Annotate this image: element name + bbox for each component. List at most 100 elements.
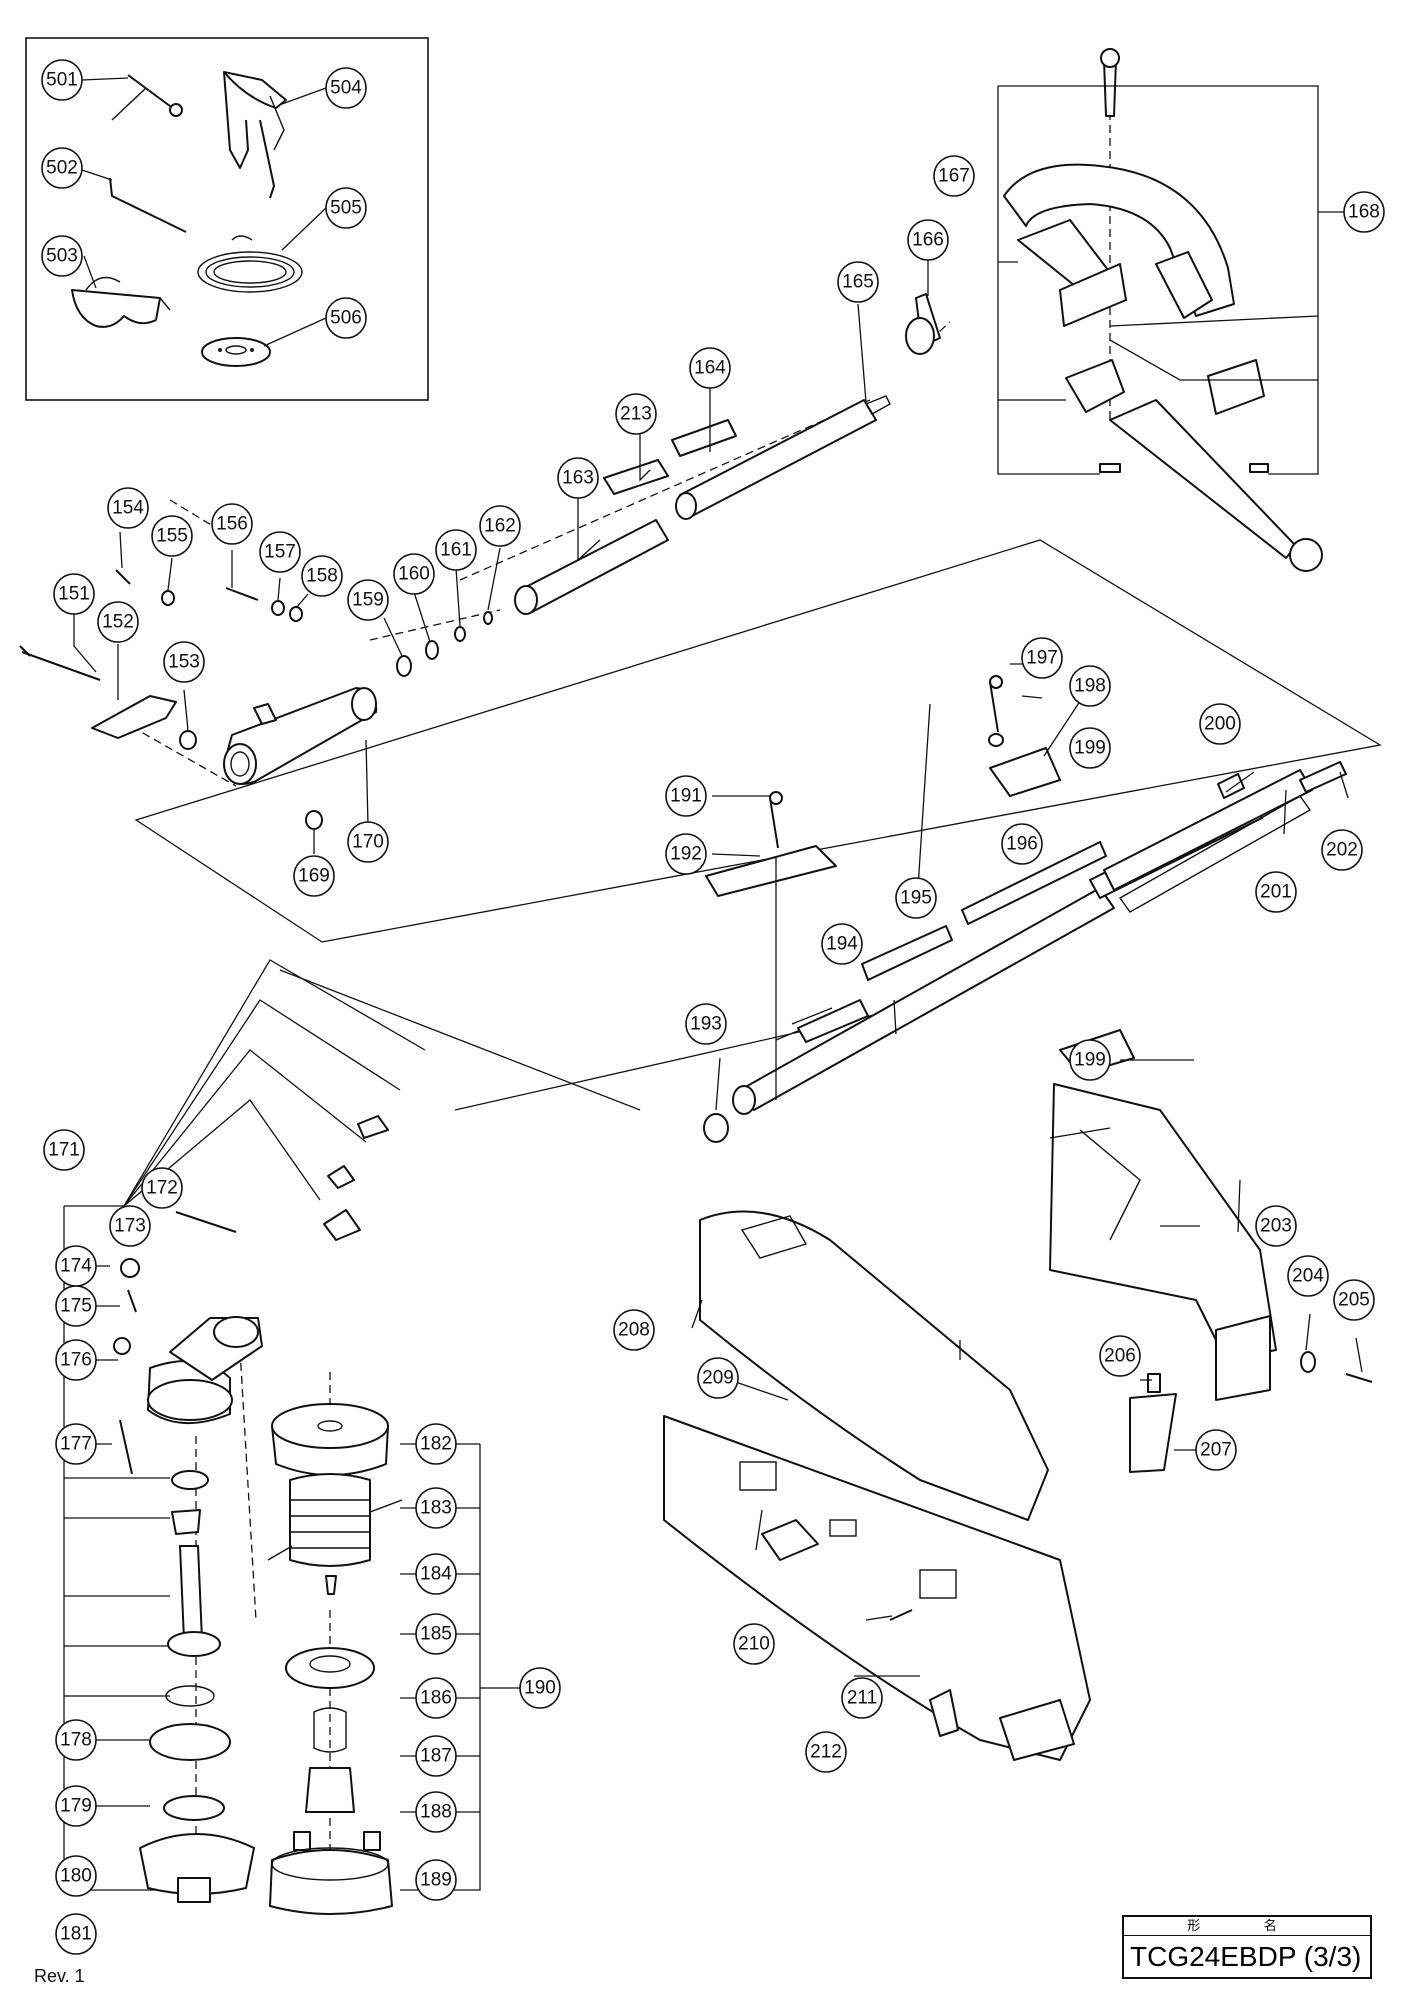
callout-number: 184	[420, 1564, 452, 1585]
callout-199: 199	[1069, 727, 1111, 769]
callout-502: 502	[41, 147, 83, 189]
callout-number: 157	[264, 542, 296, 563]
callout-205: 205	[1333, 1279, 1375, 1321]
callout-circle	[613, 1309, 655, 1351]
callout-187: 187	[415, 1735, 457, 1777]
callout-number: 175	[60, 1296, 92, 1317]
callout-circle	[821, 923, 863, 965]
callout-168: 168	[1343, 191, 1385, 233]
callout-number: 503	[46, 246, 78, 267]
callout-176: 176	[55, 1339, 97, 1381]
handle-assembly-drawing	[997, 48, 1346, 572]
callout-number: 185	[420, 1624, 452, 1645]
callout-circle	[141, 1167, 183, 1209]
callout-number: 163	[562, 468, 594, 489]
callout-circle	[55, 1719, 97, 1761]
nut-157-drawing	[271, 600, 285, 616]
callout-number: 207	[1200, 1440, 1232, 1461]
callout-number: 186	[420, 1688, 452, 1709]
t-wrench-drawing	[111, 74, 183, 121]
hex-key-drawing	[109, 177, 187, 233]
callout-circle	[97, 601, 139, 643]
callout-190: 190	[519, 1667, 561, 1709]
callout-number: 199	[1074, 1050, 1106, 1071]
callout-181: 181	[55, 1913, 97, 1955]
callout-207: 207	[1195, 1429, 1237, 1471]
callout-152: 152	[97, 601, 139, 643]
callout-circle	[837, 261, 879, 303]
callout-number: 199	[1074, 738, 1106, 759]
callout-number: 156	[216, 514, 248, 535]
callout-circle	[415, 1613, 457, 1655]
callout-153: 153	[163, 641, 205, 683]
goggles-drawing	[71, 276, 171, 328]
callout-194: 194	[821, 923, 863, 965]
callout-173: 173	[109, 1205, 151, 1247]
callout-number: 154	[112, 498, 144, 519]
callout-184: 184	[415, 1553, 457, 1595]
callout-circle	[55, 1339, 97, 1381]
lower-shaft-drawing	[703, 675, 1347, 1143]
callout-circle	[479, 505, 521, 547]
callout-circle	[107, 487, 149, 529]
callout-166: 166	[907, 219, 949, 261]
callout-circle	[1255, 1205, 1297, 1247]
callout-174: 174	[55, 1245, 97, 1287]
callout-number: 201	[1260, 882, 1292, 903]
trimmer-head-drawing	[267, 1372, 520, 1915]
callout-number: 161	[440, 540, 472, 561]
washer-plate-drawing	[201, 337, 271, 367]
callout-circle	[41, 59, 83, 101]
callout-circle	[1099, 1335, 1141, 1377]
sleeve-213-drawing	[603, 459, 669, 495]
callout-154: 154	[107, 487, 149, 529]
callout-circle	[805, 1731, 847, 1773]
callouts: 5015025035045055061511521531541551561571…	[41, 59, 1385, 1955]
callout-circle	[415, 1859, 457, 1901]
callout-circle	[55, 1285, 97, 1327]
callout-number: 208	[618, 1320, 650, 1341]
callout-circle	[1333, 1279, 1375, 1321]
callout-164: 164	[689, 347, 731, 389]
callout-circle	[435, 529, 477, 571]
callout-161: 161	[435, 529, 477, 571]
callout-circle	[1255, 871, 1297, 913]
callout-number: 502	[46, 158, 78, 179]
callout-number: 174	[60, 1256, 92, 1277]
callout-213: 213	[615, 393, 657, 435]
callout-circle	[325, 297, 367, 339]
callout-501: 501	[41, 59, 83, 101]
callout-203: 203	[1255, 1205, 1297, 1247]
callout-204: 204	[1287, 1255, 1329, 1297]
callout-circle	[55, 1913, 97, 1955]
callout-number: 213	[620, 404, 652, 425]
callout-circle	[733, 1623, 775, 1665]
callout-209: 209	[697, 1357, 739, 1399]
callout-188: 188	[415, 1791, 457, 1833]
callout-162: 162	[479, 505, 521, 547]
callout-circle	[1069, 727, 1111, 769]
callout-circle	[1069, 665, 1111, 707]
callout-157: 157	[259, 531, 301, 573]
callout-circle	[895, 877, 937, 919]
callout-number: 170	[352, 832, 384, 853]
callout-circle	[415, 1791, 457, 1833]
callout-circle	[1199, 703, 1241, 745]
callout-number: 151	[58, 584, 90, 605]
callout-177: 177	[55, 1423, 97, 1465]
callout-503: 503	[41, 235, 83, 277]
callout-number: 191	[670, 786, 702, 807]
callout-circle	[415, 1735, 457, 1777]
callout-circle	[301, 555, 343, 597]
long-bolt-drawing	[19, 645, 101, 681]
callout-number: 178	[60, 1730, 92, 1751]
washer-155-drawing	[161, 590, 175, 606]
callout-160: 160	[393, 553, 435, 595]
callout-circle	[841, 1677, 883, 1719]
callout-circle	[1321, 829, 1363, 871]
callout-circle	[519, 1667, 561, 1709]
callout-circle	[1069, 1039, 1111, 1081]
callout-circle	[325, 187, 367, 229]
